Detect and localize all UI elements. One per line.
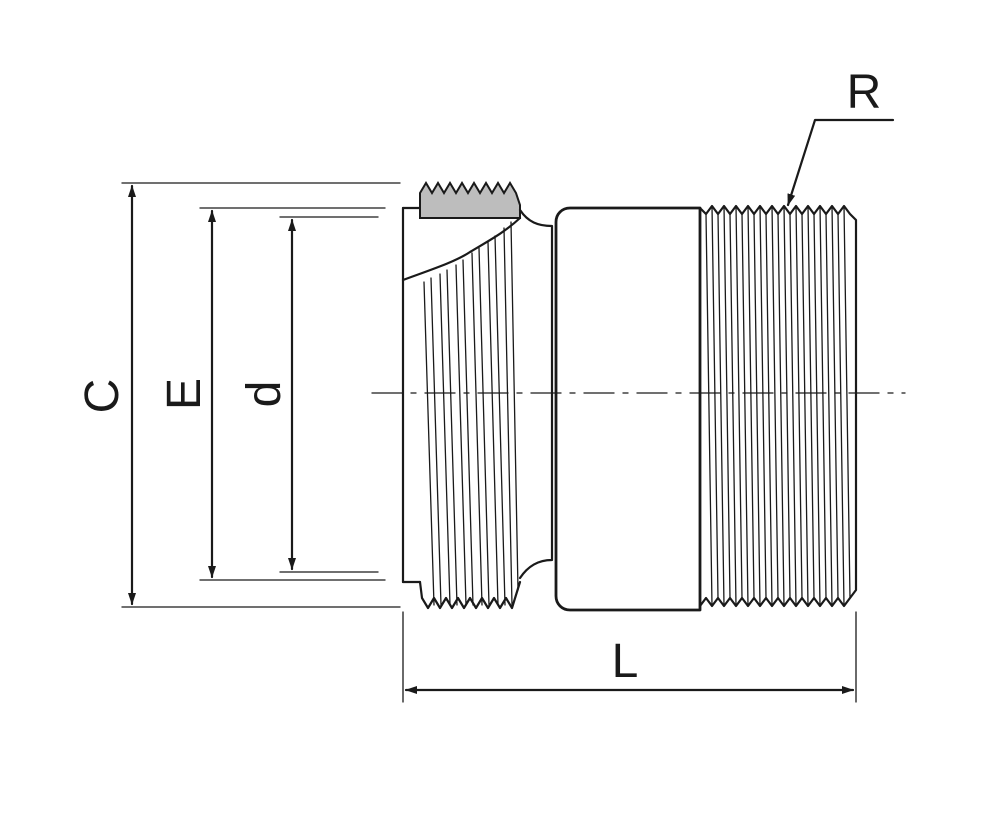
body-section <box>554 206 702 612</box>
dimension-d-label: d <box>238 381 291 408</box>
internal-thread <box>423 221 519 606</box>
female-socket-section <box>401 181 554 610</box>
thread-r-leader <box>786 118 895 207</box>
male-thread <box>698 204 858 608</box>
extension-lines <box>121 182 857 703</box>
dimension-e-label: E <box>158 378 211 410</box>
thread-r-label: R <box>847 66 882 119</box>
dimension-l-label: L <box>612 635 639 688</box>
section-hatch <box>419 181 521 219</box>
dimension-c-label: C <box>76 379 129 414</box>
